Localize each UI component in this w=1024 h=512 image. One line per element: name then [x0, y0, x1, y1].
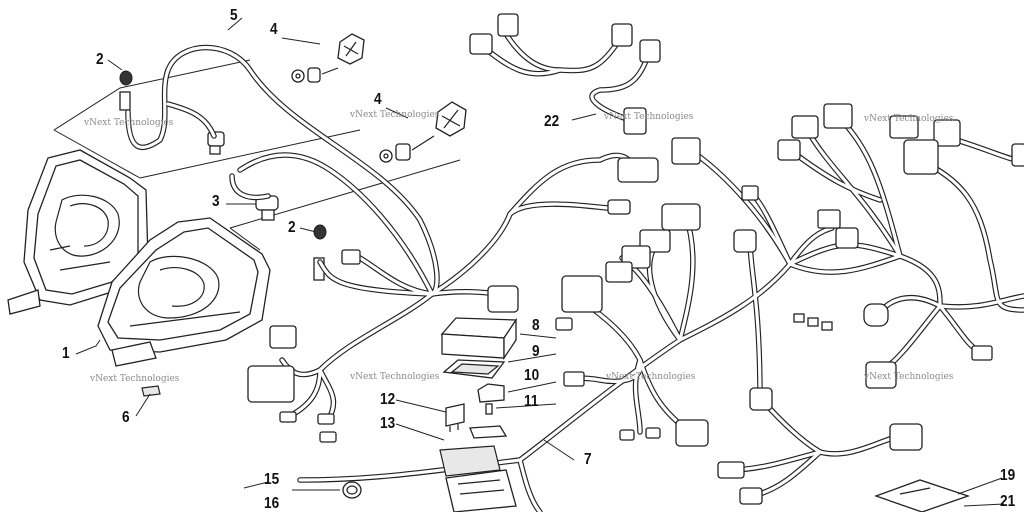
- headlight-left-icon: [7, 149, 149, 315]
- leader-lines: [75, 17, 1005, 507]
- callout-3: 3: [212, 193, 220, 210]
- harness-wire-core: [648, 238, 682, 342]
- grommet-icon: [342, 481, 362, 499]
- callout-16: 16: [264, 495, 280, 512]
- callout-22: 22: [544, 113, 560, 130]
- harness-wire-core: [804, 126, 902, 258]
- fuse-icon: [439, 403, 508, 477]
- harness-wire: [757, 395, 903, 457]
- watermark: vNext Technologies: [606, 372, 696, 382]
- callout-8: 8: [532, 317, 540, 334]
- watermark: vNext Technologies: [864, 372, 954, 382]
- harness-wire-core: [166, 46, 439, 296]
- callout-21: 21: [1000, 493, 1016, 510]
- harness-wire-core: [788, 148, 882, 202]
- headlight-right-icon: [97, 217, 271, 397]
- watermark: vNext Technologies: [604, 112, 694, 122]
- callout-11: 11: [524, 393, 539, 410]
- harness-wire-core: [166, 102, 216, 138]
- watermark: vNext Technologies: [864, 114, 954, 124]
- callout-12: 12: [380, 391, 396, 408]
- callout-6: 6: [122, 409, 130, 426]
- harness-wire-core: [230, 174, 270, 199]
- callout-4a: 4: [270, 21, 278, 38]
- callout-2b: 2: [288, 219, 296, 236]
- harness-wire-core: [318, 260, 434, 296]
- callout-9: 9: [532, 343, 540, 360]
- harness-wire-core: [572, 298, 643, 383]
- harness-wire-core: [358, 256, 434, 296]
- callout-19: 19: [1000, 467, 1016, 484]
- callout-10: 10: [524, 367, 540, 384]
- watermark: vNext Technologies: [90, 374, 180, 384]
- callout-4b: 4: [374, 91, 382, 108]
- harness-wire: [165, 101, 217, 139]
- harness-wire: [229, 173, 271, 201]
- callout-13: 13: [380, 415, 396, 432]
- callout-2a: 2: [96, 51, 104, 68]
- harness-wire-core: [280, 292, 434, 376]
- watermark: vNext Technologies: [350, 110, 440, 120]
- watermark: vNext Technologies: [350, 372, 440, 382]
- relay-icon: [445, 383, 505, 432]
- adjuster-knob-icon: [291, 33, 467, 163]
- fuse-panel-icon: [445, 469, 517, 512]
- callout-7: 7: [584, 451, 592, 468]
- fuse-box-icon: [440, 317, 518, 379]
- harness-wire-core: [518, 458, 542, 512]
- connector-icon: [247, 13, 1024, 505]
- callout-15: 15: [264, 471, 280, 488]
- harness-wire-core: [918, 158, 1024, 312]
- plate-icon: [874, 479, 971, 512]
- harness-wire-core: [590, 48, 652, 122]
- harness-wire-core: [238, 153, 434, 296]
- callout-1: 1: [62, 345, 70, 362]
- harness-wire-core: [126, 68, 170, 149]
- watermark: vNext Technologies: [84, 118, 174, 128]
- callout-5: 5: [230, 7, 238, 24]
- harness-wire: [279, 291, 435, 378]
- harness-wire-core: [938, 294, 1024, 309]
- harness-wire-core: [678, 226, 834, 342]
- harness-wire-core: [633, 358, 642, 434]
